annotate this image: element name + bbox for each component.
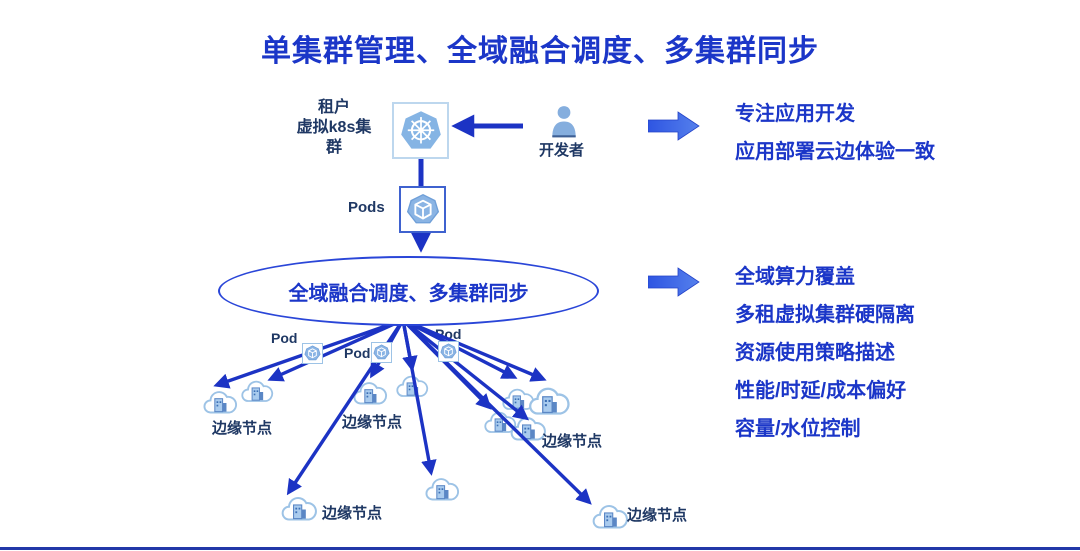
developer-icon — [549, 105, 579, 139]
benefit-line: 性能/时延/成本偏好 — [735, 380, 907, 402]
benefit-line: 容量/水位控制 — [735, 418, 861, 440]
edge-node-label: 边缘节点 — [322, 505, 383, 522]
edge-node-cloud — [351, 379, 389, 409]
right-block-arrow-bottom — [648, 266, 700, 298]
global-scheduler-ellipse: 全域融合调度、多集群同步 — [218, 256, 599, 326]
benefit-line: 应用部署云边体验一致 — [735, 141, 935, 163]
pod-cube-icon — [440, 343, 457, 360]
benefit-line: 资源使用策略描述 — [735, 342, 895, 364]
page-title: 单集群管理、全域融合调度、多集群同步 — [261, 35, 819, 68]
edge-node-cloud — [279, 494, 319, 525]
kubernetes-icon — [399, 109, 443, 153]
edge-node-label: 边缘节点 — [542, 433, 603, 450]
edge-node-cloud — [201, 388, 239, 418]
pod-label: Pod — [435, 326, 462, 342]
edge-node-label: 边缘节点 — [212, 420, 273, 437]
edge-node-cloud — [394, 373, 430, 401]
edge-node-cloud — [423, 475, 461, 505]
benefits-bottom-list: 全域算力覆盖 多租虚拟集群硬隔离 资源使用策略描述 性能/时延/成本偏好 容量/… — [735, 266, 915, 440]
pods-box — [399, 186, 446, 233]
tenant-cluster-label: 租户 虚拟k8s集 群 — [296, 99, 372, 156]
developer-label: 开发者 — [539, 142, 585, 159]
benefit-line: 多租虚拟集群硬隔离 — [735, 304, 915, 326]
pod-cube-icon — [373, 344, 390, 361]
right-block-arrow-top — [648, 110, 700, 142]
pod-icon-box — [371, 342, 392, 363]
bottom-divider-line — [0, 547, 1080, 550]
benefit-line: 专注应用开发 — [735, 103, 855, 125]
edge-node-label: 边缘节点 — [627, 507, 688, 524]
benefits-top-list: 专注应用开发 应用部署云边体验一致 — [735, 103, 935, 163]
pod-icon-box — [438, 341, 459, 362]
edge-node-label: 边缘节点 — [342, 414, 403, 431]
pod-cube-icon — [406, 193, 440, 227]
pod-cube-icon — [304, 345, 321, 362]
edge-node-cloud — [590, 502, 630, 533]
pod-label: Pod — [344, 345, 371, 361]
pods-label: Pods — [348, 199, 385, 216]
pod-label: Pod — [271, 330, 298, 346]
edge-node-cloud — [239, 378, 275, 406]
scheduler-ellipse-label: 全域融合调度、多集群同步 — [288, 282, 529, 305]
kubernetes-cluster-box — [392, 102, 449, 159]
pod-icon-box — [302, 343, 323, 364]
benefit-line: 全域算力覆盖 — [735, 266, 855, 288]
